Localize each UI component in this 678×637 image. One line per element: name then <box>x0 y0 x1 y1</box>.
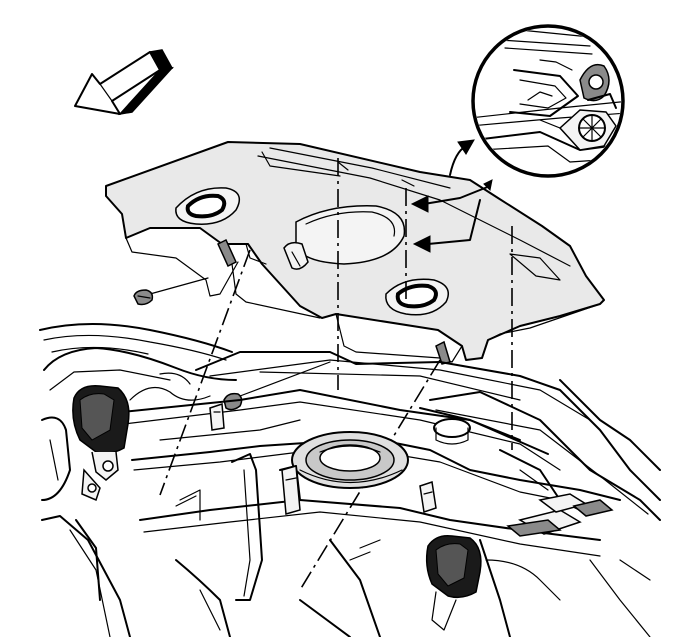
slide-direction-arrows <box>410 179 493 253</box>
detail-view-circle <box>471 24 625 178</box>
trunk-trim-bracket <box>506 499 614 537</box>
seat-belt-retractor-right <box>425 534 482 631</box>
direction-arrow-icon <box>74 49 175 116</box>
push-pin-fastener-left <box>133 277 209 306</box>
rear-package-shelf <box>105 141 605 365</box>
weatherstrip-detail <box>475 29 621 163</box>
vehicle-rear-body <box>39 323 661 637</box>
seat-belt-retractor-left <box>72 385 130 502</box>
callout-arrow-icon <box>449 139 475 176</box>
push-pin-fastener-center <box>223 361 331 411</box>
